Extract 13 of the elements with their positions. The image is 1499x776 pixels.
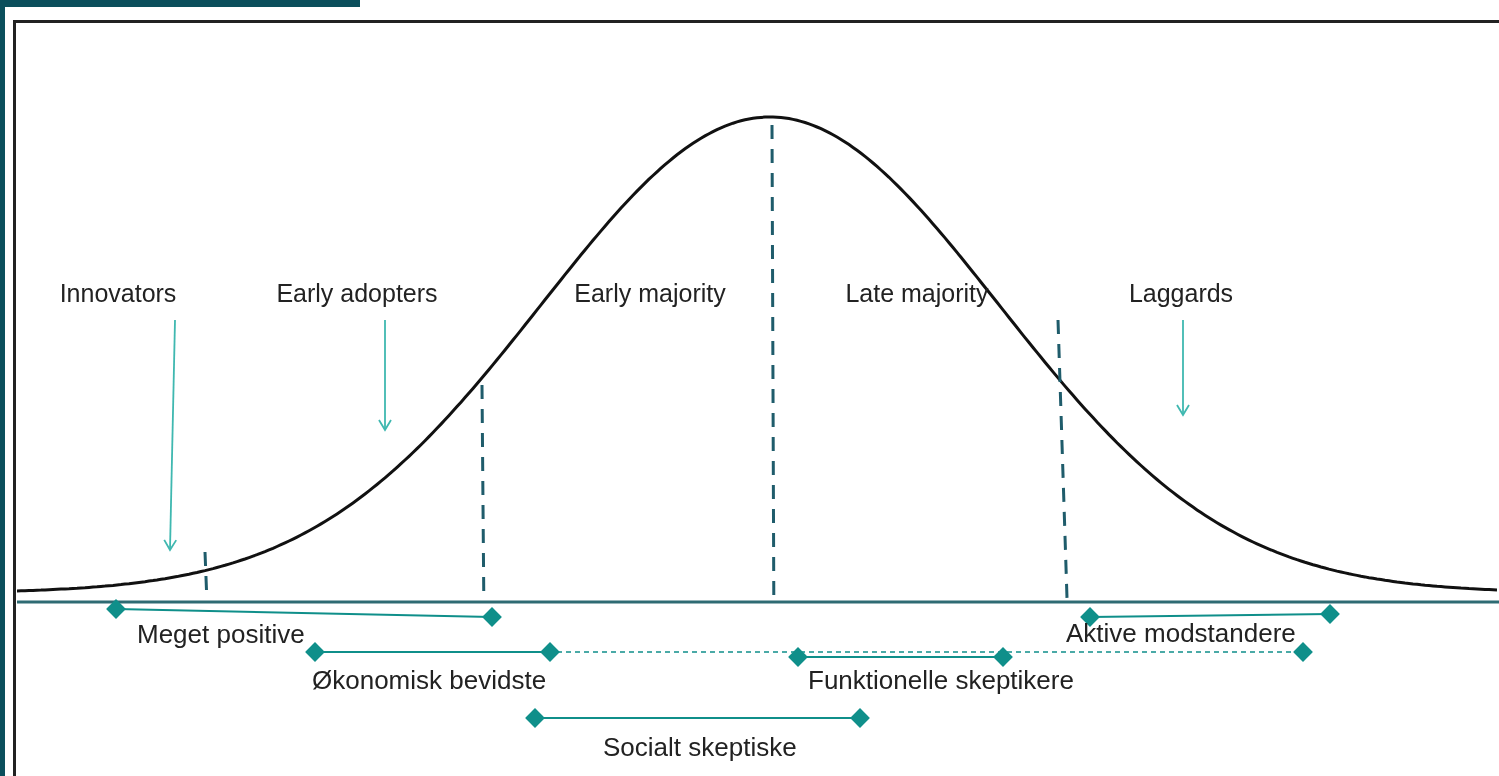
- segment-label: Early adopters: [276, 278, 438, 308]
- segment-label: Laggards: [1128, 278, 1234, 308]
- leader-arrow: [163, 319, 178, 551]
- segment-label: Late majority: [845, 278, 989, 308]
- leader-arrow: [378, 319, 392, 431]
- segment-label: Early majority: [574, 278, 726, 308]
- range-label: Funktionelle skeptikere: [808, 665, 1074, 695]
- range-label: Socialt skeptiske: [603, 732, 797, 762]
- range-label: Økonomisk bevidste: [312, 665, 547, 695]
- range-label: Aktive modstandere: [1066, 618, 1296, 648]
- segment-label: Innovators: [59, 278, 177, 308]
- range-label: Meget positive: [137, 619, 305, 649]
- leader-arrow: [1176, 319, 1190, 416]
